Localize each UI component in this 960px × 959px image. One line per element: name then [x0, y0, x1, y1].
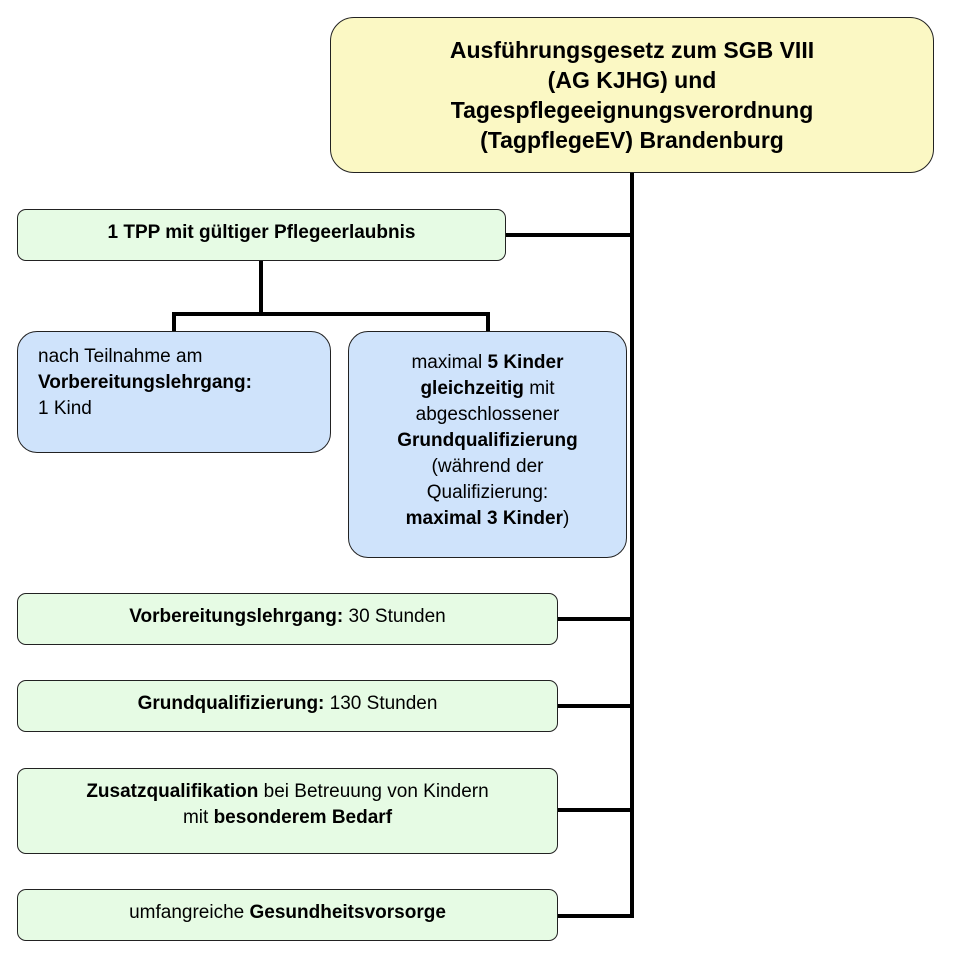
grundqual-box: Grundqualifizierung: 130 Stunden [17, 680, 558, 732]
title-line-1: Ausführungsgesetz zum SGB VIII [449, 37, 815, 63]
tpp-label: 1 TPP mit gültiger Pflegeerlaubnis [107, 222, 416, 243]
vorbereitung-text: Vorbereitungslehrgang: 30 Stunden [129, 606, 446, 627]
option-five-line-1: maximal 5 Kinder [411, 352, 564, 373]
option-five-line-5: (während der [431, 456, 544, 477]
option-five-line-3: abgeschlossener [415, 404, 560, 425]
grundqual-text: Grundqualifizierung: 130 Stunden [137, 693, 438, 714]
option-five-line-2: gleichzeitig mit [420, 378, 555, 399]
zusatz-box: Zusatzqualifikation bei Betreuung von Ki… [17, 768, 558, 854]
connector-tpp [505, 233, 632, 237]
option-one-bold: Vorbereitungslehrgang: [38, 372, 252, 393]
option-five-line-4: Grundqualifizierung [397, 430, 578, 451]
connector-gesundheit [557, 914, 632, 918]
title-line-4: (TagpflegeEV) Brandenburg [480, 127, 784, 153]
trunk-line [630, 172, 634, 918]
connector-vorbereitung [557, 617, 632, 621]
gesundheit-text: umfangreiche Gesundheitsvorsorge [129, 902, 446, 923]
zusatz-line-1: Zusatzqualifikation bei Betreuung von Ki… [86, 781, 489, 802]
option-five-line-7: maximal 3 Kinder) [405, 508, 570, 529]
connector-branch-right [486, 312, 490, 332]
option-one-child-box: nach Teilnahme am Vorbereitungslehrgang:… [17, 331, 331, 453]
connector-tpp-down [259, 260, 263, 314]
connector-branch-left [172, 312, 176, 332]
connector-grundqual [557, 704, 632, 708]
option-five-line-6: Qualifizierung: [426, 482, 549, 503]
option-one-pre: nach Teilnahme am [38, 346, 203, 367]
option-one-post: 1 Kind [38, 398, 92, 419]
option-five-children-box: maximal 5 Kinder gleichzeitig mit abgesc… [348, 331, 627, 558]
title-line-3: Tagespflegeeignungsverordnung [450, 97, 814, 123]
tpp-box: 1 TPP mit gültiger Pflegeerlaubnis [17, 209, 506, 261]
vorbereitung-box: Vorbereitungslehrgang: 30 Stunden [17, 593, 558, 645]
title-box: Ausführungsgesetz zum SGB VIII (AG KJHG)… [330, 17, 934, 173]
title-line-2: (AG KJHG) und [547, 67, 717, 93]
zusatz-line-2: mit besonderem Bedarf [182, 807, 393, 828]
connector-zusatz [557, 808, 632, 812]
connector-branch-horizontal [172, 312, 490, 316]
gesundheit-box: umfangreiche Gesundheitsvorsorge [17, 889, 558, 941]
